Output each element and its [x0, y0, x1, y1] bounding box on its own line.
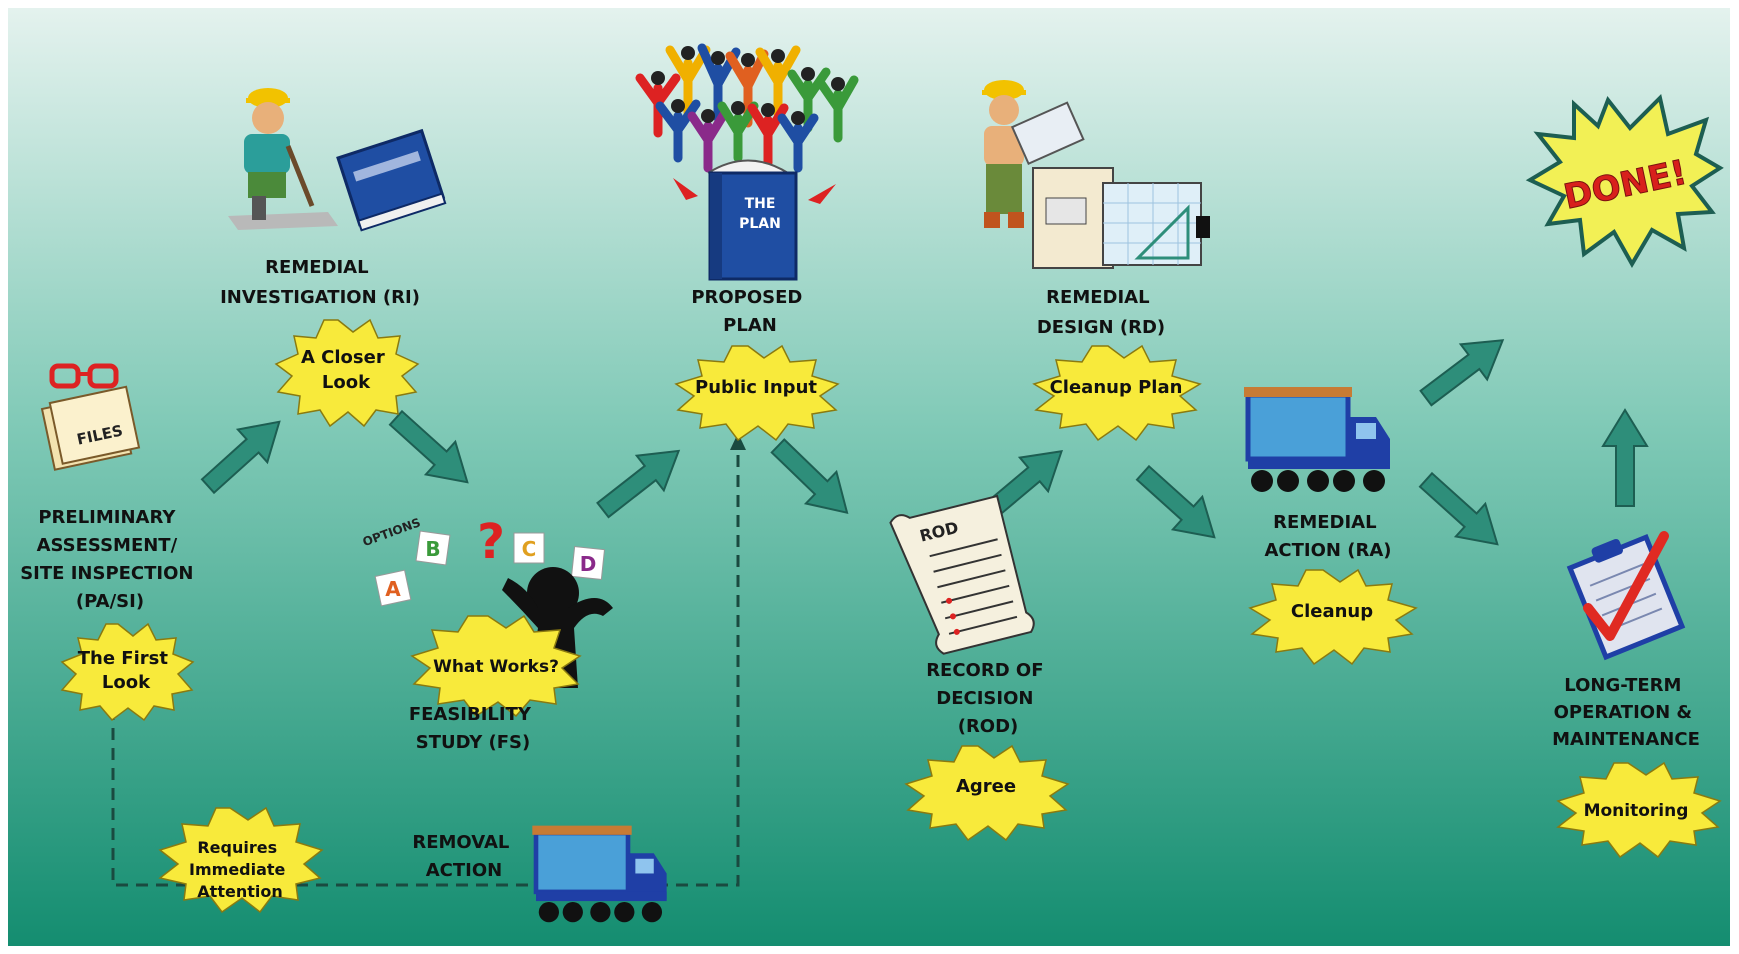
- question-mark-icon: ?: [477, 514, 505, 570]
- dashed-arrowhead-icon: [730, 433, 746, 450]
- ri-burst: [274, 318, 420, 428]
- ltom-burst-text: Monitoring: [1584, 801, 1689, 821]
- stage-fs: OPTIONS A B ? C D What Works? FEASIBILIT…: [361, 514, 613, 753]
- crowd-icon: [635, 43, 859, 173]
- svg-text:A: A: [385, 577, 401, 601]
- option-c-icon: C: [513, 532, 545, 564]
- red-arrow-left-icon: [673, 178, 698, 200]
- svg-text:PLAN: PLAN: [739, 216, 781, 232]
- worker-icon: [228, 88, 338, 230]
- fs-burst-text: What Works?: [433, 657, 559, 677]
- red-check-icon: [1583, 531, 1669, 641]
- stage-ltom: LONG-TERM OPERATION & MAINTENANCE Monito…: [1552, 531, 1722, 859]
- engineer-icon: [982, 80, 1085, 228]
- pa-si-label: PRELIMINARY ASSESSMENT/ SITE INSPECTION …: [20, 507, 200, 612]
- fs-label: FEASIBILITY STUDY (FS): [409, 704, 537, 753]
- plan-book-icon: THE PLAN: [707, 159, 798, 281]
- option-d-icon: D: [570, 545, 606, 581]
- option-a-icon: A: [374, 569, 412, 607]
- svg-text:C: C: [522, 537, 537, 561]
- stage-rd: REMEDIAL DESIGN (RD) Cleanup Plan: [982, 80, 1210, 442]
- blueprint-icon: [1032, 167, 1210, 269]
- fs-burst: [410, 614, 582, 718]
- pa-si-burst: [60, 622, 195, 722]
- done-burst: DONE!: [1525, 94, 1724, 269]
- book-icon: [336, 128, 447, 232]
- ltom-burst: [1556, 761, 1722, 859]
- rod-burst: [904, 744, 1070, 842]
- files-icon: FILES: [40, 363, 141, 471]
- ri-label: REMEDIAL INVESTIGATION (RI): [220, 257, 420, 308]
- rod-label: RECORD OF DECISION (ROD): [926, 660, 1050, 737]
- superfund-process-diagram: FILES PRELIMINARY ASSESSMENT/ SITE INSPE…: [8, 8, 1730, 946]
- option-b-icon: B: [415, 530, 451, 566]
- rd-burst: [1032, 344, 1202, 442]
- ra-label: REMEDIAL ACTION (RA): [1265, 512, 1392, 561]
- stage-rod: ROD RECORD OF DECISION (ROD) Agree: [889, 494, 1070, 842]
- removal-dashed-path: [111, 448, 740, 887]
- pp-label: PROPOSED PLAN: [691, 287, 808, 336]
- ra-burst: [1248, 568, 1418, 666]
- removal-label: REMOVAL ACTION: [412, 832, 515, 881]
- pp-burst-text: Public Input: [695, 377, 817, 398]
- ra-burst-text: Cleanup: [1291, 601, 1373, 622]
- svg-text:B: B: [425, 537, 440, 561]
- diagram-canvas: FILES PRELIMINARY ASSESSMENT/ SITE INSPE…: [8, 8, 1730, 946]
- rd-label: REMEDIAL DESIGN (RD): [1037, 287, 1165, 338]
- removal-burst: [158, 806, 324, 914]
- ltom-label: LONG-TERM OPERATION & MAINTENANCE: [1552, 675, 1700, 750]
- stage-removal: Requires Immediate Attention REMOVAL ACT…: [158, 806, 667, 922]
- removal-burst-text: Requires Immediate Attention: [189, 838, 291, 901]
- stage-ri: REMEDIAL INVESTIGATION (RI) A Closer Loo…: [220, 88, 447, 428]
- rod-scroll-icon: ROD: [889, 494, 1035, 655]
- stage-pa-si: FILES PRELIMINARY ASSESSMENT/ SITE INSPE…: [20, 363, 200, 722]
- stage-ra: REMEDIAL ACTION (RA) Cleanup: [1244, 387, 1418, 666]
- svg-text:THE: THE: [745, 196, 776, 212]
- svg-text:D: D: [580, 552, 597, 576]
- stage-proposed-plan: THE PLAN PROPOSED PLAN Public Input: [635, 43, 859, 442]
- pp-burst: [674, 344, 840, 442]
- rd-burst-text: Cleanup Plan: [1050, 377, 1183, 398]
- pa-si-burst-text: The First Look: [78, 648, 175, 693]
- ri-burst-text: A Closer Look: [301, 347, 391, 393]
- red-arrow-right-icon: [808, 184, 836, 204]
- rod-burst-text: Agree: [956, 776, 1016, 797]
